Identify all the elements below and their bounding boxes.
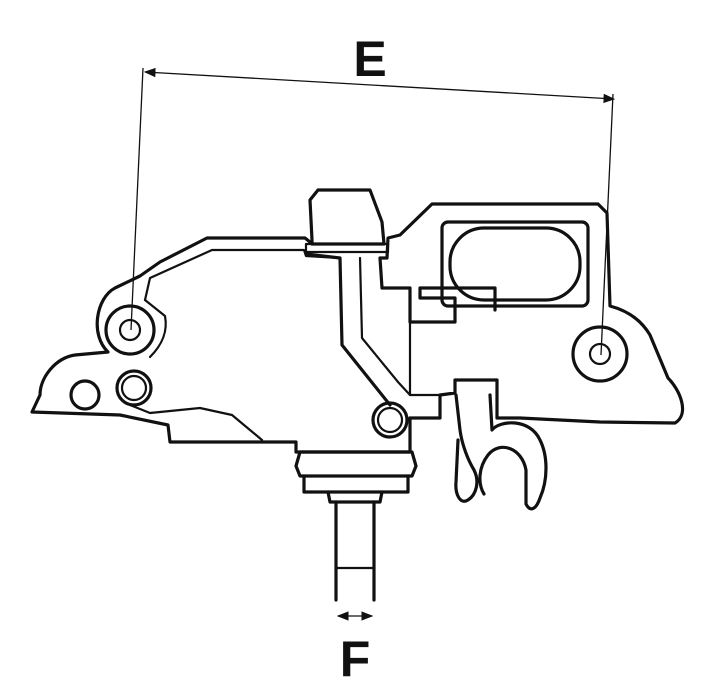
top-connector-base — [304, 242, 390, 254]
regulator-housing — [30, 202, 685, 454]
right-brush-ball — [371, 401, 409, 439]
dimension-f-label: F — [340, 631, 371, 686]
left-mount-boss — [104, 304, 156, 356]
top-connector — [304, 188, 390, 254]
dimension-e-label: E — [353, 31, 386, 87]
mounting-holes — [69, 304, 629, 411]
dimension-e-arrow — [143, 67, 616, 104]
clip-hook-outline — [454, 393, 548, 511]
right-mount-hole — [588, 342, 612, 366]
right-mount-boss — [571, 325, 629, 383]
housing-diagonal-rib-inner — [358, 256, 412, 397]
dimension-e-extension-left — [130, 67, 144, 331]
top-connector-body — [308, 188, 386, 246]
left-brush-ball-inner — [120, 374, 148, 402]
housing-outline — [30, 202, 685, 454]
clip-hook — [454, 393, 548, 511]
dimension-e: E — [130, 31, 616, 356]
right-brush-ball-inner — [376, 406, 404, 434]
lower-left-hole — [69, 379, 101, 411]
left-brush-ball — [115, 369, 153, 407]
housing-diagonal-rib — [304, 252, 392, 407]
housing-lower-contour — [128, 403, 264, 442]
brush-contacts — [115, 369, 409, 439]
housing-right-step — [408, 320, 442, 397]
housing-inner-ledge — [143, 248, 342, 302]
dimension-f: F — [336, 611, 374, 686]
left-mount-hole — [118, 318, 142, 342]
terminal-shaft — [334, 500, 376, 602]
terminal-collar — [326, 490, 384, 504]
bottom-terminal — [294, 450, 418, 602]
terminal-flange — [294, 450, 418, 478]
window-frame — [440, 220, 590, 308]
terminal-neck — [302, 474, 410, 494]
window-slot — [440, 220, 590, 308]
window-oval — [448, 226, 582, 302]
housing-lower-contour-2 — [143, 298, 167, 359]
